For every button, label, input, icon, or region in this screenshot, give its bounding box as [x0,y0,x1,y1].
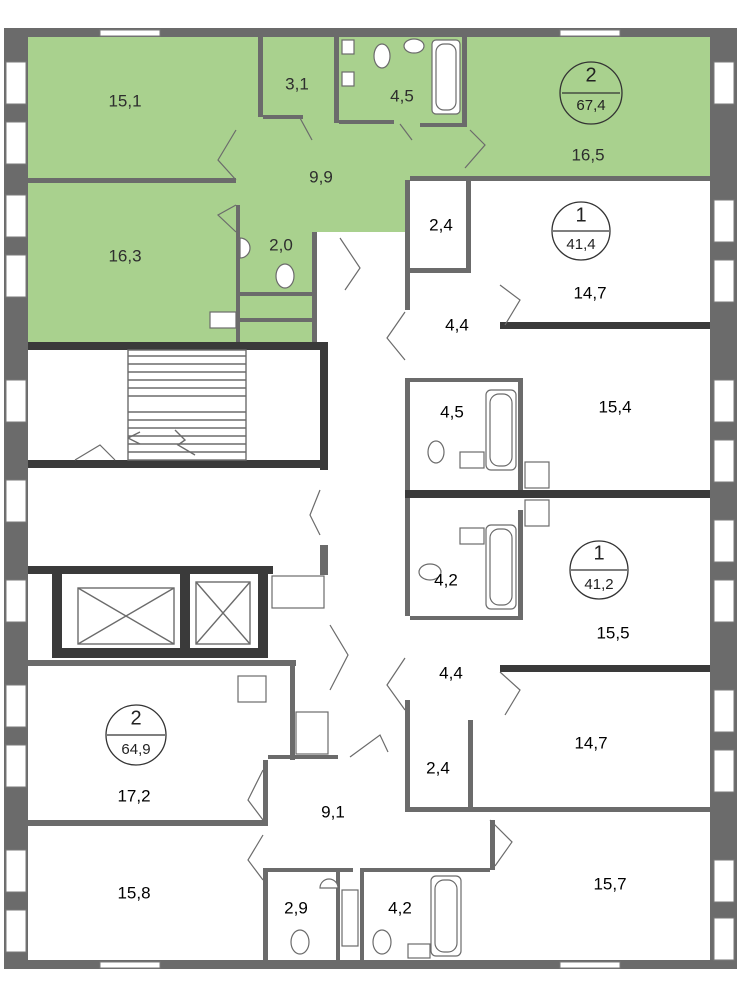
room-area-label: 16,3 [108,246,141,265]
room-area-label: 4,5 [440,402,464,421]
room-area-label: 4,2 [434,570,458,589]
apartment-rooms: 1 [575,204,586,226]
apartment-total-area: 64,9 [121,741,150,758]
apartment-badge-2-bottom: 2 64,9 [105,704,167,766]
room-area-label: 2,4 [426,758,450,777]
room-area-labels: 15,1 3,1 4,5 16,5 9,9 16,3 2,0 2,4 14,7 … [108,74,631,917]
apartment-rooms: 2 [585,64,596,86]
room-area-label: 9,1 [321,802,345,821]
room-area-label: 15,7 [593,874,626,893]
room-area-label: 2,4 [429,215,453,234]
staircase [127,349,247,461]
apartment-total-area: 67,4 [576,97,605,114]
apartment-badge-2-top: 2 67,4 [559,61,623,125]
elevator-shafts [77,581,251,645]
room-area-label: 14,7 [573,283,606,302]
room-area-label: 17,2 [117,786,150,805]
room-area-label: 14,7 [574,733,607,752]
room-area-label: 16,5 [571,145,604,164]
apartment-rooms: 2 [130,707,141,729]
sanitary-fixtures [209,38,550,959]
room-area-label: 15,1 [108,91,141,110]
room-area-label: 2,9 [284,898,308,917]
room-area-label: 9,9 [309,167,333,186]
room-area-label: 3,1 [285,74,309,93]
room-area-label: 4,2 [388,898,412,917]
interior-walls [28,37,710,960]
outer-walls [4,28,737,969]
apartment-total-area: 41,2 [584,576,613,593]
room-area-label: 15,5 [596,623,629,642]
room-area-label: 4,5 [390,86,414,105]
room-area-label: 4,4 [439,663,463,682]
room-area-label: 4,4 [445,315,469,334]
apartment-badges: 2 67,4 1 41,4 1 41,2 2 64,9 [105,61,629,766]
apartment-total-area: 41,4 [566,236,595,253]
apartment-badge-1-lower: 1 41,2 [569,540,629,600]
room-area-label: 15,4 [598,397,631,416]
apartment-rooms: 1 [593,542,604,564]
apartment-highlight-fill [28,37,710,342]
room-area-label: 2,0 [269,235,293,254]
apartment-badge-1-upper: 1 41,4 [551,201,611,261]
door-swings [74,117,521,881]
windows [5,29,735,969]
room-area-label: 15,8 [117,883,150,902]
